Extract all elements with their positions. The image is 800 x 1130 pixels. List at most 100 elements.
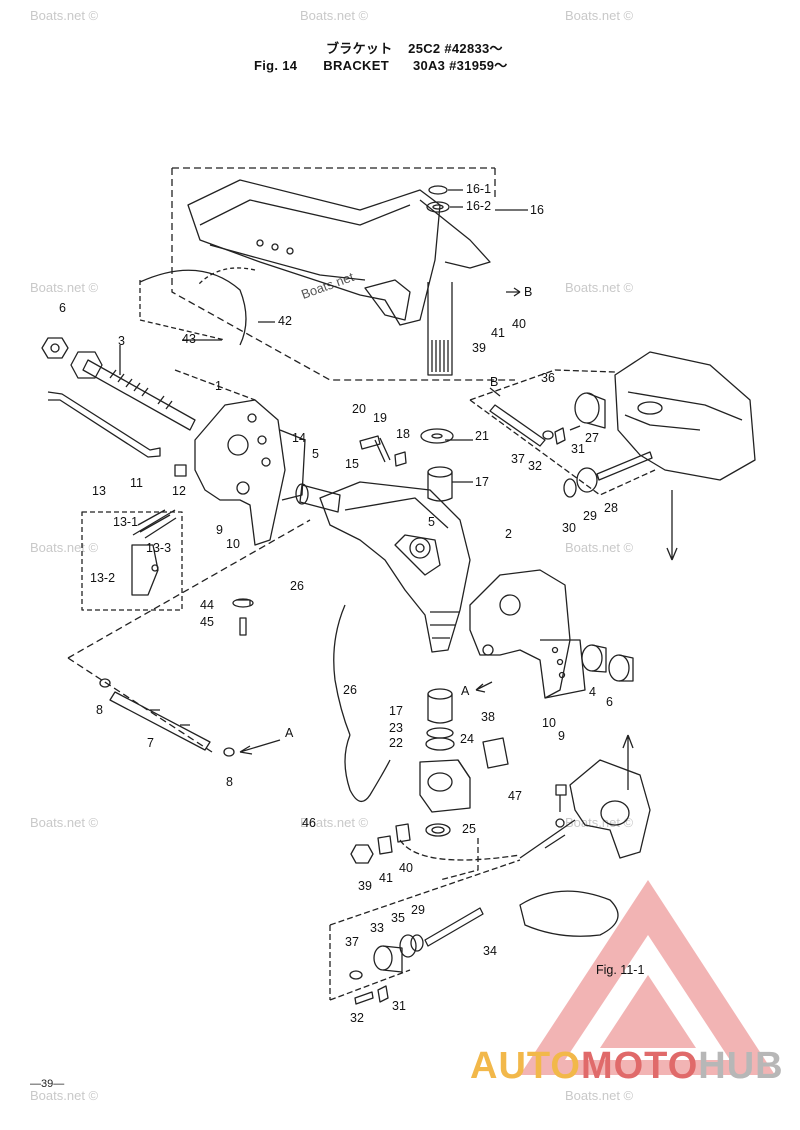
callout-24: 24: [460, 732, 474, 746]
logo-part-moto: MOTO: [580, 1045, 699, 1087]
logo-triangle: [520, 880, 775, 1075]
callout-10b: 10: [542, 716, 556, 730]
callout-7: 7: [147, 736, 154, 750]
callout-37b: 37: [345, 935, 359, 949]
callout-26b: 26: [343, 683, 357, 697]
watermark: Boats.net ©: [565, 540, 634, 555]
watermark: Boats.net ©: [300, 815, 369, 830]
callout-11: 11: [130, 476, 143, 490]
callout-42: 42: [278, 314, 292, 328]
figure-name: BRACKET: [323, 58, 389, 73]
callout-45: 45: [200, 615, 214, 629]
title-english: Fig. 14 BRACKET 30A3 #31959～: [254, 55, 508, 74]
watermark: Boats.net ©: [565, 815, 634, 830]
part-swivel-bracket: [319, 481, 471, 653]
callout-16-1: 16-1: [466, 182, 492, 196]
callout-13-2: 13-2: [90, 571, 116, 585]
callout-21: 21: [475, 429, 489, 443]
watermark: Boats.net ©: [30, 280, 99, 295]
logo-part-hub: HUB: [698, 1045, 784, 1087]
watermark: Boats.net ©: [565, 280, 634, 295]
callout-1: 1: [215, 379, 222, 393]
page-number: —39—: [30, 1078, 65, 1090]
callout-35: 35: [391, 911, 405, 925]
callout-29b: 29: [411, 903, 425, 917]
part-swivel-block: [419, 759, 471, 813]
callout-9b: 9: [558, 729, 565, 743]
part-starboard-clamp-bracket: [469, 569, 586, 699]
callout-B: B: [524, 285, 533, 299]
callout-47: 47: [508, 789, 522, 803]
callout-20: 20: [352, 402, 366, 416]
callout-3: 3: [118, 334, 125, 348]
callout-17: 17: [475, 475, 489, 489]
callout-A: A: [461, 684, 470, 698]
callout-16-2: 16-2: [466, 199, 492, 213]
part-tilt-rod: [109, 691, 211, 751]
callout-13: 13: [92, 484, 106, 498]
title-jp-code: 25C2 #42833～: [408, 41, 503, 56]
callout-30: 30: [562, 521, 576, 535]
callout-31: 31: [571, 442, 585, 456]
callout-6: 6: [59, 301, 66, 315]
callout-8b: 8: [226, 775, 233, 789]
watermark: Boats.net ©: [565, 1088, 634, 1103]
callout-18: 18: [396, 427, 410, 441]
callout-2: 2: [505, 527, 512, 541]
callout-5b: 5: [428, 515, 435, 529]
callout-19: 19: [373, 411, 387, 425]
callout-38: 38: [481, 710, 495, 724]
callout-41: 41: [491, 326, 505, 340]
callout-9: 9: [216, 523, 223, 537]
callout-43: 43: [182, 332, 196, 346]
callout-6b: 6: [606, 695, 613, 709]
logo-part-auto: AUTO: [470, 1045, 581, 1087]
callout-36: 36: [541, 371, 555, 385]
figure-number: Fig. 14: [254, 58, 298, 73]
callout-10: 10: [226, 537, 240, 551]
callout-40b: 40: [399, 861, 413, 875]
callout-39: 39: [472, 341, 486, 355]
callout-23: 23: [389, 721, 403, 735]
callout-32b: 32: [350, 1011, 364, 1025]
watermark: Boats.net ©: [30, 815, 99, 830]
callout-46: 46: [302, 816, 316, 830]
part-upper-mount: [614, 351, 756, 481]
callout-15: 15: [345, 457, 359, 471]
site-logo: AUTOMOTOHUB: [470, 1045, 784, 1088]
part-clamp-bracket: [187, 179, 491, 326]
part-lower-mount: [569, 759, 651, 859]
callout-14: 14: [292, 431, 306, 445]
part-port-clamp-bracket: [194, 399, 306, 546]
callout-32: 32: [528, 459, 542, 473]
callout-17b: 17: [389, 704, 403, 718]
callout-27: 27: [585, 431, 599, 445]
watermark: Boats.net ©: [565, 8, 634, 23]
callout-A2: A: [285, 726, 294, 740]
callout-25: 25: [462, 822, 476, 836]
part-clamp-bolt: [70, 351, 196, 431]
callout-B2: B: [490, 375, 499, 389]
callout-40: 40: [512, 317, 526, 331]
watermark: Boats.net ©: [300, 8, 369, 23]
callout-4: 4: [589, 685, 596, 699]
watermark: Boats.net ©: [30, 8, 99, 23]
callout-39b: 39: [358, 879, 372, 893]
callout-37: 37: [511, 452, 525, 466]
callout-28: 28: [604, 501, 618, 515]
title-japanese: ブラケット 25C2 #42833～: [326, 38, 503, 57]
callout-31b: 31: [392, 999, 406, 1013]
callout-13-3: 13-3: [146, 541, 172, 555]
title-en-code: 30A3 #31959～: [412, 58, 508, 73]
callout-34: 34: [483, 944, 497, 958]
reference-figure-label: Fig. 11-1: [596, 963, 645, 977]
callout-29: 29: [583, 509, 597, 523]
callout-8: 8: [96, 703, 103, 717]
part-swivel-shaft: [427, 282, 453, 376]
callout-26: 26: [290, 579, 304, 593]
callout-44: 44: [200, 598, 214, 612]
callout-22: 22: [389, 736, 403, 750]
callout-13-1: 13-1: [113, 515, 139, 529]
